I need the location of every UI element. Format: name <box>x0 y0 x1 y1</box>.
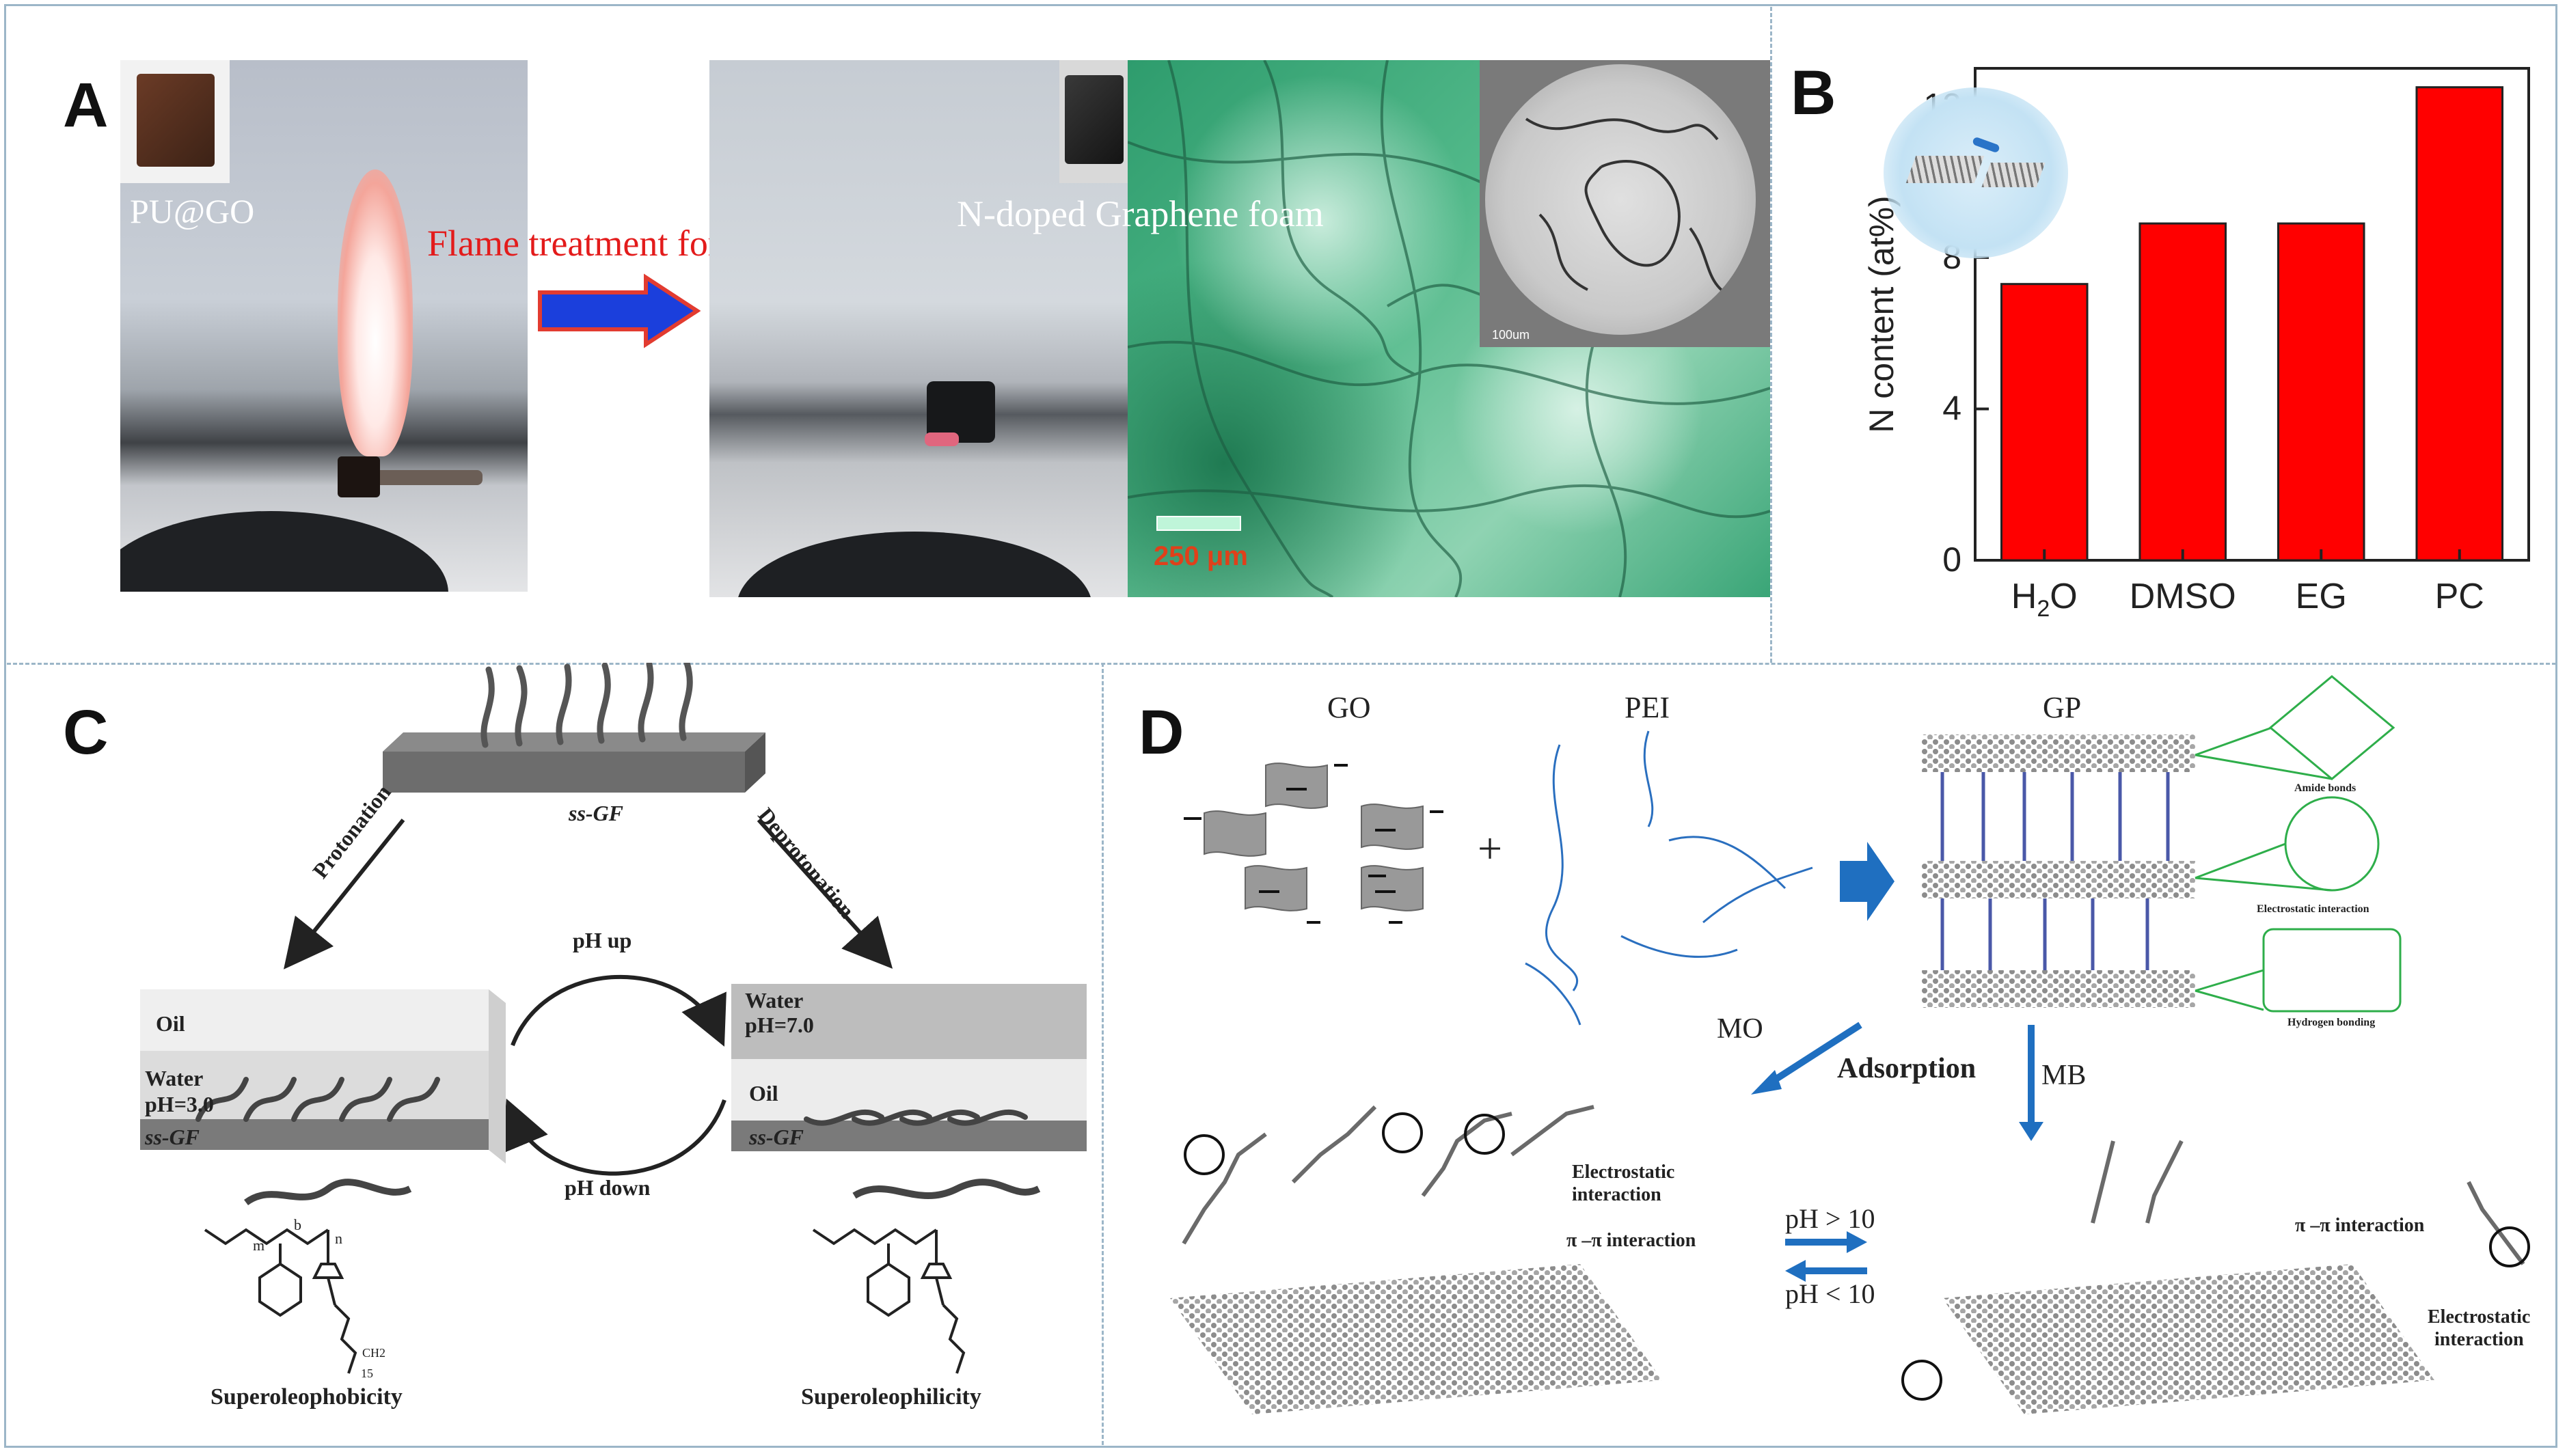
scale-bar-label: 250 μm <box>1154 541 1248 571</box>
superoleophobicity-label: Superoleophobicity <box>210 1384 403 1410</box>
treated-inset <box>1059 60 1128 183</box>
left-sub-ch2: CH2 <box>362 1346 386 1360</box>
ph-up-label: pH up <box>573 928 632 952</box>
gp-label: GP <box>2043 691 2082 724</box>
pink-tip <box>925 432 959 446</box>
superoleophilicity-label: Superoleophilicity <box>801 1384 981 1410</box>
sem-circle <box>1485 64 1756 335</box>
left-base-label: ss-GF <box>145 1125 200 1149</box>
left-sub-15: 15 <box>361 1366 373 1380</box>
graphene-sheet-2 <box>1981 163 2046 187</box>
right-oil-label: Oil <box>749 1081 778 1105</box>
ph-up-d-label: pH > 10 <box>1785 1203 1875 1234</box>
left-ph-label: pH=3.0 <box>145 1092 214 1116</box>
elec-left-label-1: Electrostatic <box>1572 1162 1675 1183</box>
bar-h2o <box>2000 283 2089 562</box>
y-tick-label: 0 <box>1942 540 1961 579</box>
bar-dmso <box>2138 222 2227 562</box>
left-sub-n: n <box>335 1230 342 1247</box>
right-water-label: Water <box>745 988 804 1013</box>
ph-switch-diagram <box>140 663 1087 1374</box>
pi-right-label: π –π interaction <box>2295 1215 2425 1236</box>
flame <box>338 169 413 456</box>
left-oil-label: Oil <box>156 1011 185 1036</box>
x-tick-label-dmso: DMSO <box>2130 577 2236 616</box>
elec-right-label-1: Electrostatic <box>2428 1306 2531 1328</box>
ph-down-label: pH down <box>565 1175 651 1200</box>
go-label: GO <box>1327 691 1371 724</box>
sem-inset: 100um <box>1480 60 1770 347</box>
panel-c: C <box>0 663 1102 1448</box>
panel-a-letter: A <box>63 70 109 140</box>
mo-label: MO <box>1717 1013 1763 1045</box>
panel-c-letter: C <box>63 698 109 767</box>
divider-cd <box>1102 663 1104 1445</box>
electrostatic-small-label: Electrostatic interaction <box>2257 903 2369 915</box>
left-sub-m: m <box>253 1237 265 1254</box>
left-sub-b: b <box>294 1216 301 1233</box>
solvent-illustration <box>1884 87 2068 258</box>
amide-label: Amide bonds <box>2294 782 2357 794</box>
elec-left-label-2: interaction <box>1572 1184 1661 1205</box>
figure-frame <box>4 4 2557 1448</box>
sem-fibers <box>1525 118 1732 298</box>
sample <box>338 456 380 497</box>
plot-frame <box>1974 67 2530 562</box>
right-ph-label: pH=7.0 <box>745 1013 814 1037</box>
x-tick-label-pc: PC <box>2435 577 2484 616</box>
pu-go-label: PU@GO <box>130 192 255 230</box>
burner-dark-2 <box>737 532 1092 597</box>
divider-ab <box>1770 7 1772 663</box>
right-base-label: ss-GF <box>749 1125 804 1149</box>
graphene-sheet-1 <box>1905 156 1985 183</box>
y-tick-label: 4 <box>1942 389 1961 427</box>
pi-left-label: π –π interaction <box>1566 1230 1696 1251</box>
n-doped-label: N-doped Graphene foam <box>957 193 1324 234</box>
left-water-label: Water <box>145 1066 204 1090</box>
ph-down-d-label: pH < 10 <box>1785 1278 1875 1309</box>
burner-dark <box>120 511 448 592</box>
black-cube <box>1065 75 1124 164</box>
y-axis-label: N content (at%) <box>1862 195 1901 432</box>
panel-d-letter: D <box>1139 698 1184 767</box>
pei-label: PEI <box>1625 691 1670 724</box>
elec-right-label-2: interaction <box>2434 1329 2524 1350</box>
flame-arrow <box>538 273 701 348</box>
adsorption-diagram <box>1170 675 2530 1414</box>
sem-scale-label: 100um <box>1492 328 1530 342</box>
hydrogen-label: Hydrogen bonding <box>2287 1017 2376 1028</box>
panel-a: A PU@GO Flame treatment for 30 s <box>0 0 1770 663</box>
divider-horizontal <box>7 663 2556 665</box>
x-tick-label-eg: EG <box>2296 577 2347 616</box>
panel-d: D <box>1102 663 2564 1448</box>
blue-arrow-small <box>1972 136 2000 154</box>
c-top-label: ss-GF <box>569 801 624 825</box>
treated-photo <box>709 60 1128 597</box>
rod <box>346 470 483 485</box>
panel-b-letter: B <box>1791 58 1836 128</box>
adsorption-label: Adsorption <box>1837 1053 1977 1084</box>
panel-b: B 04812H2ODMSOEGPCN content (at%) <box>1770 0 2563 663</box>
n-content-bar-chart: 04812H2ODMSOEGPCN content (at%) <box>1862 67 2530 622</box>
mb-label: MB <box>2041 1060 2087 1091</box>
pu-go-inset <box>120 60 230 183</box>
brown-cube <box>137 74 215 167</box>
bar-pc <box>2415 86 2504 562</box>
bar-eg <box>2277 222 2365 562</box>
plus-sign: + <box>1478 824 1503 873</box>
scale-bar <box>1156 516 1241 531</box>
x-tick-label-h2o: H2O <box>2011 577 2078 622</box>
